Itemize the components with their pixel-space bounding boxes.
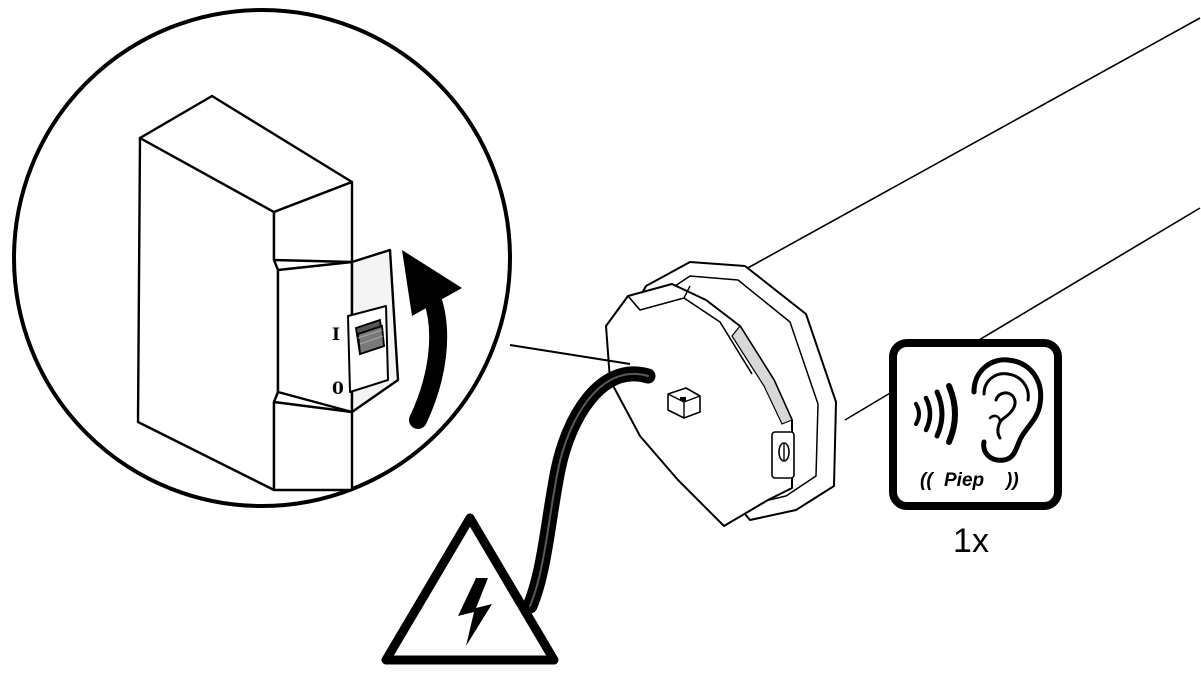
callout-leader-line: [509, 344, 631, 365]
svg-text:Piep: Piep: [944, 470, 984, 491]
curved-up-arrow-icon: [402, 250, 462, 429]
switch-on-mark: I: [332, 325, 340, 345]
motor-side-indicator-icon: [771, 431, 795, 479]
ear-icon: [971, 357, 1044, 463]
sound-waves-icon: [914, 383, 958, 445]
motor-head: [605, 261, 837, 527]
power-cable: [522, 366, 656, 614]
beep-indicator-box: (( Piep )): [889, 339, 1062, 510]
motor-button-icon: [667, 387, 701, 419]
circuit-breaker: [136, 94, 400, 492]
piep-label: (( Piep )): [920, 470, 1019, 491]
breaker-lever: [354, 318, 386, 356]
svg-text:((: ((: [920, 470, 935, 491]
beep-count-label: 1x: [953, 522, 989, 560]
switch-off-mark: 0: [332, 379, 344, 399]
high-voltage-warning-icon: [381, 513, 559, 665]
svg-text:)): )): [1004, 470, 1019, 491]
